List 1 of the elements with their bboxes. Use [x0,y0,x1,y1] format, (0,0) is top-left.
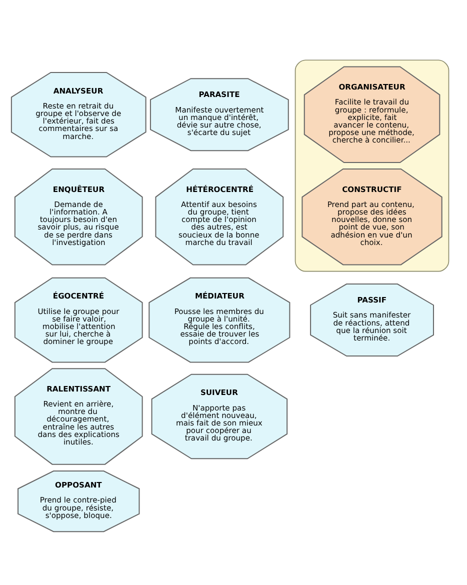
cluster [294,60,450,272]
